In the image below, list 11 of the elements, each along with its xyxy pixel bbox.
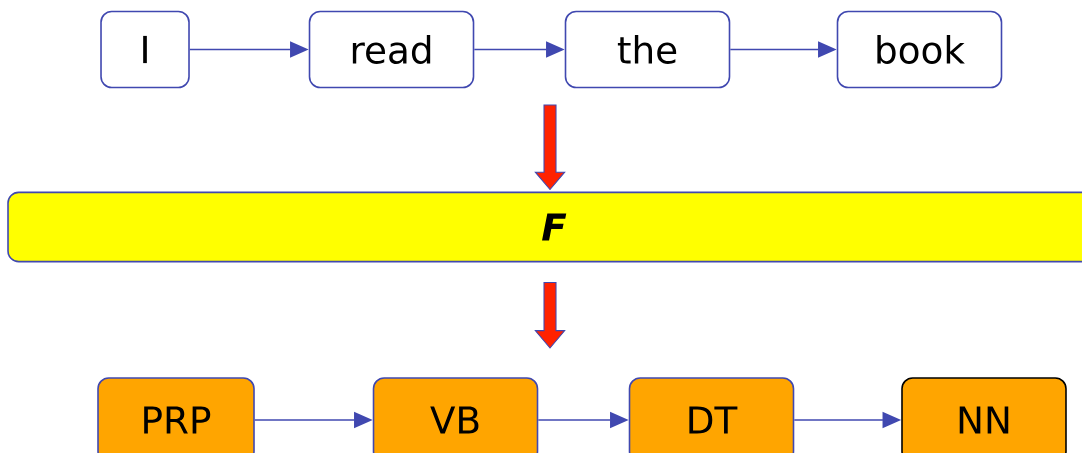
tag-box: NN	[901, 377, 1067, 453]
word-box: I	[100, 10, 190, 89]
tag-box: PRP	[97, 377, 255, 453]
word-box: the	[564, 10, 731, 89]
band: F	[7, 191, 1082, 263]
tag-box: VB	[372, 377, 539, 453]
block-arrow	[534, 281, 566, 349]
block-arrow	[534, 104, 566, 191]
tag-box: DT	[628, 377, 795, 453]
word-box: read	[308, 10, 475, 89]
word-box: book	[836, 10, 1003, 89]
